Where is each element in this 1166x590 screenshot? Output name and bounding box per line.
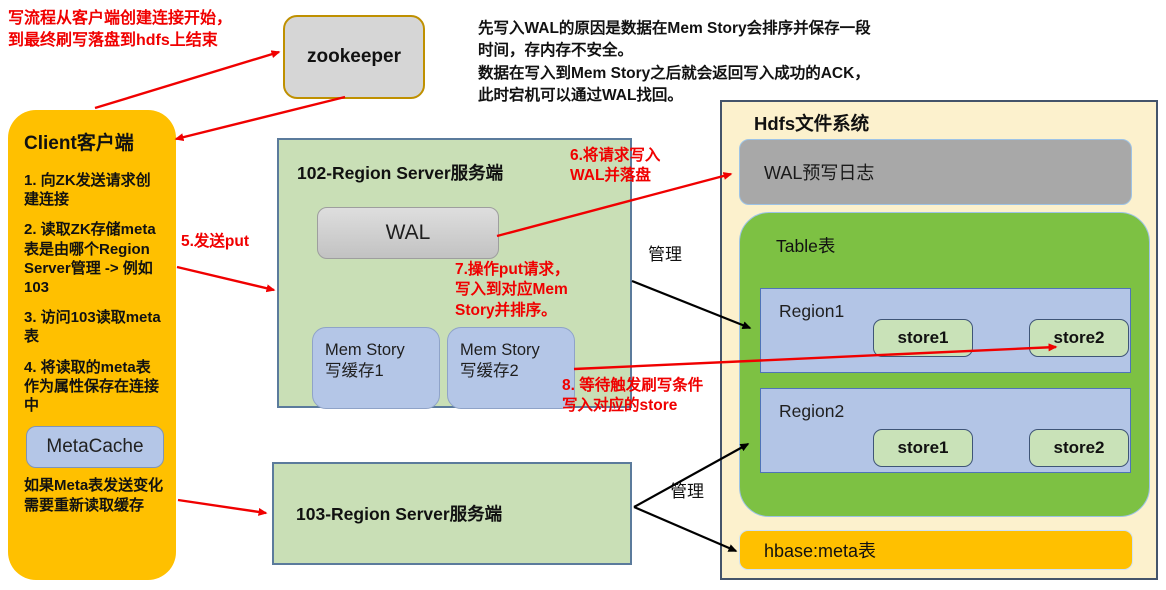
step8-label: 8. 等待触发刷写条件 写入对应的store: [562, 377, 704, 415]
hdfs-node: Hdfs文件系统 WAL预写日志 Table表 Region1 store1 s…: [720, 100, 1158, 580]
wal-node: WAL: [317, 207, 499, 259]
client-node: Client客户端 1. 向ZK发送请求创建连接 2. 读取ZK存储meta表是…: [8, 110, 176, 580]
hbase-meta-table-node: hbase:meta表: [739, 530, 1133, 570]
client-step-3: 3. 访问103读取meta表: [24, 309, 161, 346]
client-step-4: 4. 将读取的meta表作为属性保存在连接中: [24, 358, 160, 414]
region-server-103-node: 103-Region Server服务端: [272, 462, 632, 565]
step5-label: 5.发送put: [181, 233, 250, 250]
region1-label: Region1: [779, 301, 845, 321]
region2-node: Region2 store1 store2: [760, 388, 1131, 473]
top-right-note: 先写入WAL的原因是数据在Mem Story会排序并保存一段 时间，存内存不安全…: [478, 20, 871, 105]
arrow-client-to-zookeeper: [94, 50, 281, 110]
region2-store2-node: store2: [1029, 429, 1129, 467]
meta-cache-label: MetaCache: [46, 436, 144, 458]
mem-store-1-node: Mem Story 写缓存1: [312, 327, 440, 409]
client-step-1: 1. 向ZK发送请求创建连接: [24, 172, 151, 209]
region1-store1-node: store1: [873, 319, 973, 357]
arrow-metacache-to-103: [177, 498, 268, 516]
region-server-102-title: 102-Region Server服务端: [297, 163, 504, 183]
region2-label: Region2: [779, 401, 845, 421]
region1-store2-node: store2: [1029, 319, 1129, 357]
arrow-zookeeper-to-client: [174, 95, 346, 142]
mem-store-2-node: Mem Story 写缓存2: [447, 327, 575, 409]
region1-node: Region1 store1 store2: [760, 288, 1131, 373]
wal-log-label: WAL预写日志: [764, 163, 875, 183]
top-left-note: 写流程从客户端创建连接开始， 到最终刷写落盘到hdfs上结束: [8, 10, 233, 49]
manage-upper-label: 管理: [648, 245, 682, 264]
region-server-103-title: 103-Region Server服务端: [296, 504, 503, 524]
meta-cache-node: MetaCache: [26, 426, 164, 469]
step7-label: 7.操作put请求， 写入到对应Mem Story并排序。: [455, 261, 570, 319]
hbase-table-node: Table表 Region1 store1 store2 Region2 sto…: [739, 212, 1150, 517]
client-step-2: 2. 读取ZK存储meta表是由哪个Region Server管理 -> 例如1…: [24, 221, 156, 296]
hbase-table-title: Table表: [776, 236, 836, 256]
client-title: Client客户端: [24, 133, 134, 154]
arrow-step5-put: [176, 265, 276, 293]
wal-label: WAL: [385, 221, 431, 244]
step6-label: 6.将请求写入 WAL并落盘: [570, 147, 661, 185]
region2-store1-node: store1: [873, 429, 973, 467]
zookeeper-label: zookeeper: [307, 46, 401, 67]
wal-log-node: WAL预写日志: [739, 139, 1132, 205]
zookeeper-node: zookeeper: [283, 15, 425, 99]
hdfs-title: Hdfs文件系统: [754, 113, 870, 134]
hbase-meta-table-label: hbase:meta表: [764, 541, 877, 561]
manage-lower-label: 管理: [670, 482, 704, 501]
client-footnote: 如果Meta表发送变化需要重新读取缓存: [24, 477, 164, 514]
